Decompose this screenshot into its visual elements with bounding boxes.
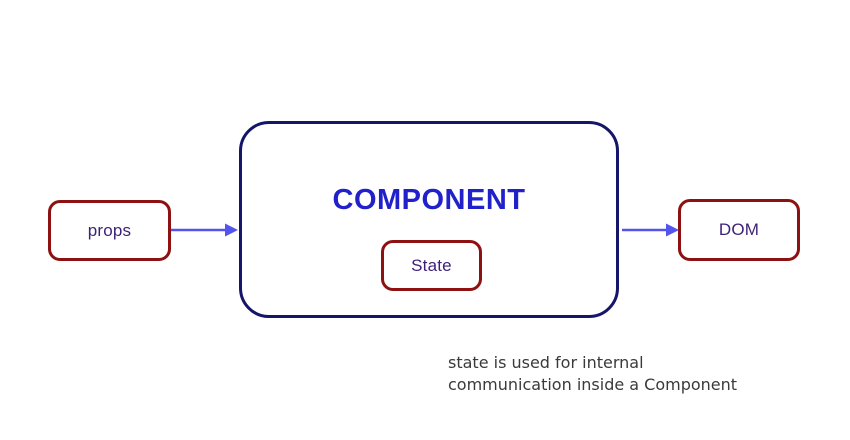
state-label: State: [411, 255, 452, 275]
caption-line-1: state is used for internal: [448, 353, 644, 372]
arrow-props-to-component: [171, 223, 238, 237]
state-node: State: [381, 240, 482, 291]
diagram-caption: state is used for internal communication…: [448, 352, 737, 396]
caption-line-2: communication inside a Component: [448, 375, 738, 394]
arrowhead-icon: [666, 223, 679, 237]
arrow-component-to-dom: [622, 223, 679, 237]
props-label: props: [87, 220, 132, 240]
component-title: COMPONENT: [332, 184, 526, 216]
component-node: COMPONENT State: [239, 121, 619, 318]
arrowhead-icon: [225, 223, 238, 237]
dom-node: DOM: [678, 199, 800, 261]
props-node: props: [48, 200, 171, 261]
dom-label: DOM: [718, 220, 760, 239]
